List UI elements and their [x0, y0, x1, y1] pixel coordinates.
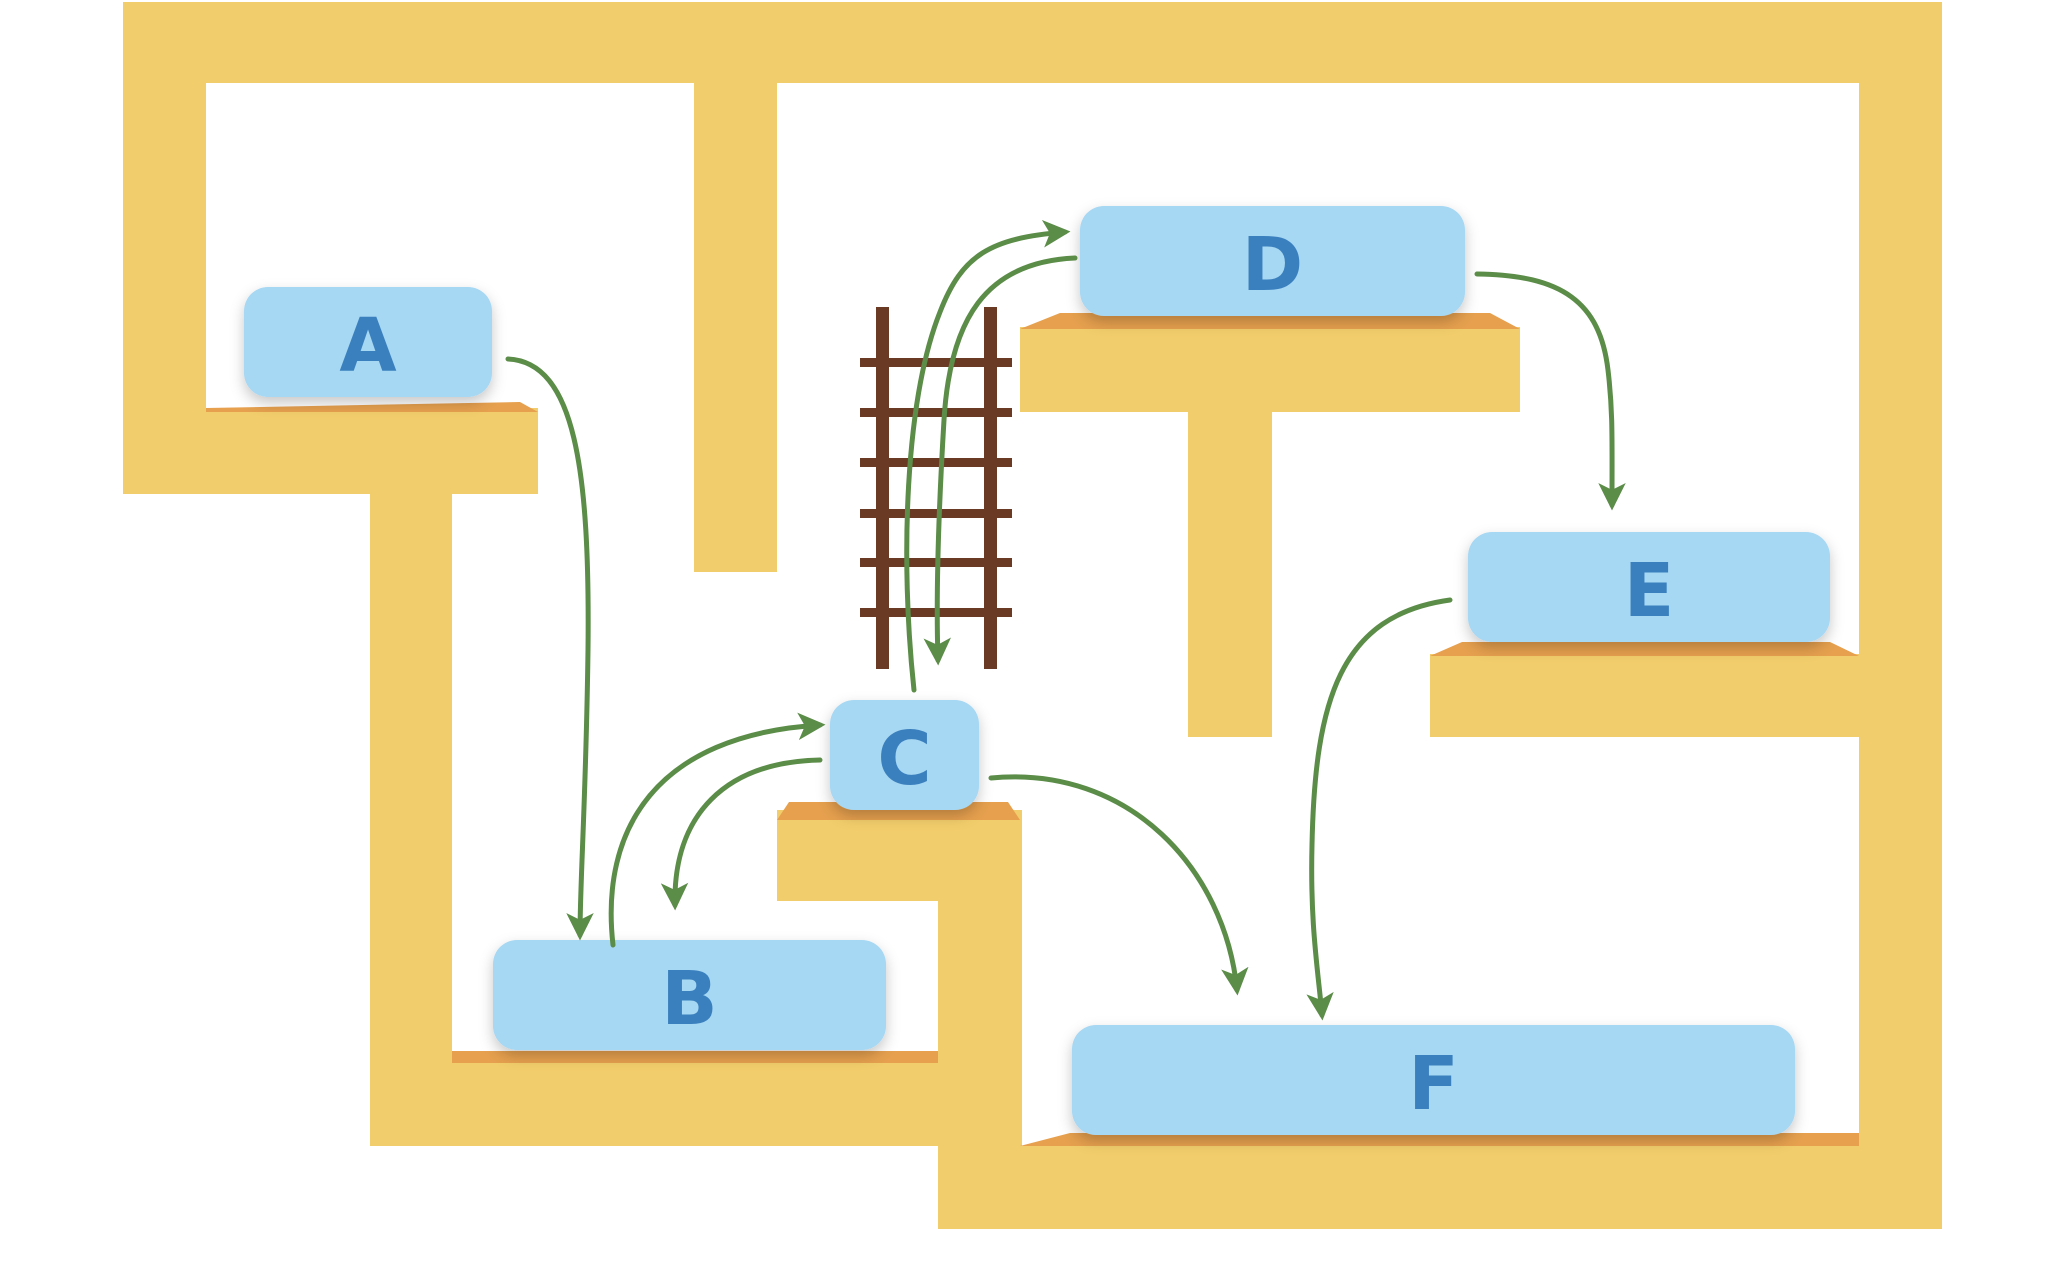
arrow-e-to-f: [1306, 597, 1453, 1021]
ledge-edge-d: [1020, 313, 1520, 329]
ledge-a: [123, 408, 538, 494]
platform-label: E: [1624, 548, 1675, 634]
arrow-a-to-b: [505, 356, 594, 941]
ledge-c: [777, 810, 1022, 901]
ladder-rail-left: [876, 307, 889, 669]
platforms: A B C D E F: [244, 206, 1830, 1135]
platform-box: [1072, 1025, 1795, 1135]
platform-label: F: [1408, 1041, 1459, 1127]
platform-box: [1468, 532, 1830, 642]
ledge-edge-a: [206, 402, 538, 412]
platform-e: E: [1468, 532, 1830, 642]
platform-box: [1080, 206, 1465, 316]
platform-box: [493, 940, 886, 1050]
ladder-rung: [860, 509, 1012, 518]
platform-f: F: [1072, 1025, 1795, 1135]
arrow-c-to-d: [904, 220, 1071, 693]
arrow-b-to-c: [608, 712, 826, 948]
ledge-edge-e: [1430, 642, 1859, 656]
pillar-left: [370, 408, 452, 1146]
platform-d: D: [1080, 206, 1465, 316]
platform-box: [244, 287, 492, 397]
platform-label: A: [339, 303, 396, 389]
platform-b: B: [493, 940, 886, 1050]
arrow-d-to-e: [1474, 271, 1626, 511]
floor-bottom-left: [370, 1063, 1022, 1146]
ledge-edges: [206, 313, 1859, 1146]
ladder-rung: [860, 358, 1012, 367]
platform-a: A: [244, 287, 492, 397]
arrow-c-to-f: [988, 774, 1249, 996]
ladder-rail-right: [984, 307, 997, 669]
platform-label: D: [1242, 222, 1303, 308]
pillar-d: [1188, 327, 1272, 737]
arrow-d-to-c: [923, 255, 1078, 666]
ledge-e: [1430, 654, 1942, 737]
hanging-wall-top: [694, 2, 777, 572]
platform-c: C: [830, 700, 979, 810]
maze-walls: [123, 2, 1942, 1229]
ladder-rung: [860, 458, 1012, 467]
ladder-rung: [860, 408, 1012, 417]
ledge-edge-f: [1020, 1133, 1859, 1146]
platform-label: B: [661, 956, 717, 1042]
ledge-edge-b: [452, 1051, 938, 1063]
transition-arrows: [505, 220, 1626, 1021]
platform-box: [830, 700, 979, 810]
arrow-c-to-b: [660, 757, 823, 911]
platform-label: C: [877, 716, 931, 802]
